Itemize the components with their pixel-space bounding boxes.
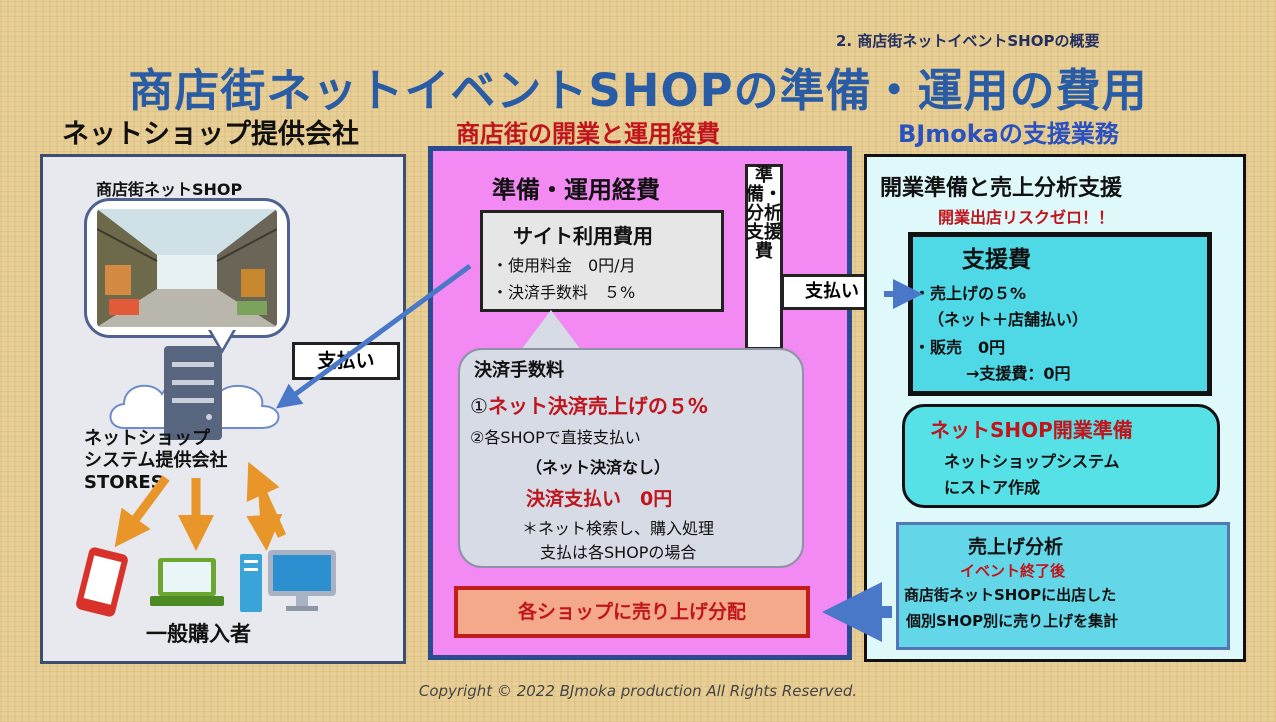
analysis-support-fee-label: 準備・分析支援費 <box>746 165 782 262</box>
sales-analysis-line-1: 商店街ネットSHOPに出店した <box>904 586 1117 604</box>
provider-line-3: STORES <box>84 472 164 493</box>
zero-risk-label: 開業出店リスクゼロ！！ <box>938 208 1115 227</box>
desktop-pc-icon <box>240 550 336 612</box>
sales-analysis-line-2: 個別SHOP別に売り上げを集計 <box>906 612 1119 630</box>
sales-analysis-title: 売上げ分析 <box>968 536 1064 558</box>
settlement-fee-item-1: ①ネット決済売上げの５% <box>470 390 708 419</box>
copyright-footer: Copyright © 2022 BJmoka production All R… <box>418 682 858 700</box>
shop-speech-bubble <box>84 198 290 338</box>
support-fee-line-4: →支援費：0円 <box>966 364 1071 383</box>
analysis-support-fee-box <box>745 164 783 350</box>
fee-note-2: 支払は各SHOPの場合 <box>540 543 697 562</box>
settlement-fee-item-2-note: （ネット決済なし） <box>526 458 671 477</box>
bubble-tail-inner <box>211 330 233 349</box>
provider-line-1: ネットショップ <box>84 428 210 449</box>
settlement-fee-title: 決済手数料 <box>474 360 564 381</box>
fee-note-1: ＊ネット検索し、購入処理 <box>522 519 715 538</box>
general-buyers-label: 一般購入者 <box>146 622 251 646</box>
support-fee-box <box>908 232 1212 396</box>
support-fee-title: 支援費 <box>962 247 1031 273</box>
smartphone-icon <box>76 547 128 617</box>
fee-item-1-text: ネット決済売上げの５% <box>487 394 708 418</box>
provider-line-2: システム提供会社 <box>84 450 228 471</box>
support-fee-line-1: ・売上げの５% <box>914 284 1027 303</box>
shop-opening-prep-line-1: ネットショップシステム <box>944 452 1120 471</box>
settlement-fee-bubble <box>458 348 804 568</box>
sales-analysis-box <box>896 522 1230 650</box>
prep-costs-title: 準備・運用経費 <box>492 176 660 204</box>
sales-analysis-timing: イベント終了後 <box>960 562 1066 580</box>
shop-opening-prep-box <box>902 404 1220 508</box>
site-fee-settlement: ・決済手数料 ５% <box>492 283 636 302</box>
laptop-icon <box>150 558 224 606</box>
support-panel-title: 開業準備と売上分析支援 <box>880 176 1123 201</box>
payment-label-left: 支払い <box>292 342 400 380</box>
fee-item-1-number: ① <box>470 394 488 418</box>
sales-distribution-box: 各ショップに売り上げ分配 <box>454 586 810 638</box>
site-fee-title: サイト利用費用 <box>513 224 653 248</box>
support-fee-line-2: （ネット＋店舗払い） <box>928 310 1089 329</box>
heading-bjmoka-support: BJmokaの支援業務 <box>898 120 1119 148</box>
provider-name: ネットショップ システム提供会社 STORES <box>84 428 227 494</box>
heading-net-shop-provider: ネットショップ提供会社 <box>62 119 359 150</box>
shop-opening-prep-line-2: にストア作成 <box>944 478 1041 497</box>
shop-label: 商店街ネットSHOP <box>96 180 243 199</box>
settlement-fee-item-2: ②各SHOPで直接支払い <box>470 428 641 447</box>
support-fee-line-3: ・販売 0円 <box>914 338 1006 357</box>
settlement-payment-zero: 決済支払い 0円 <box>526 488 673 510</box>
shopping-street-photo <box>97 209 277 327</box>
shop-opening-prep-title: ネットSHOP開業準備 <box>930 418 1133 442</box>
heading-opening-operating-costs: 商店街の開業と運用経費 <box>456 120 720 148</box>
site-fee-usage: ・使用料金 0円/月 <box>492 256 636 275</box>
site-fee-box <box>480 210 724 312</box>
slide-subtitle: 2. 商店街ネットイベントSHOPの概要 <box>836 32 1100 50</box>
slide-title: 商店街ネットイベントSHOPの準備・運用の費用 <box>128 64 1148 117</box>
server-icon <box>164 346 222 440</box>
